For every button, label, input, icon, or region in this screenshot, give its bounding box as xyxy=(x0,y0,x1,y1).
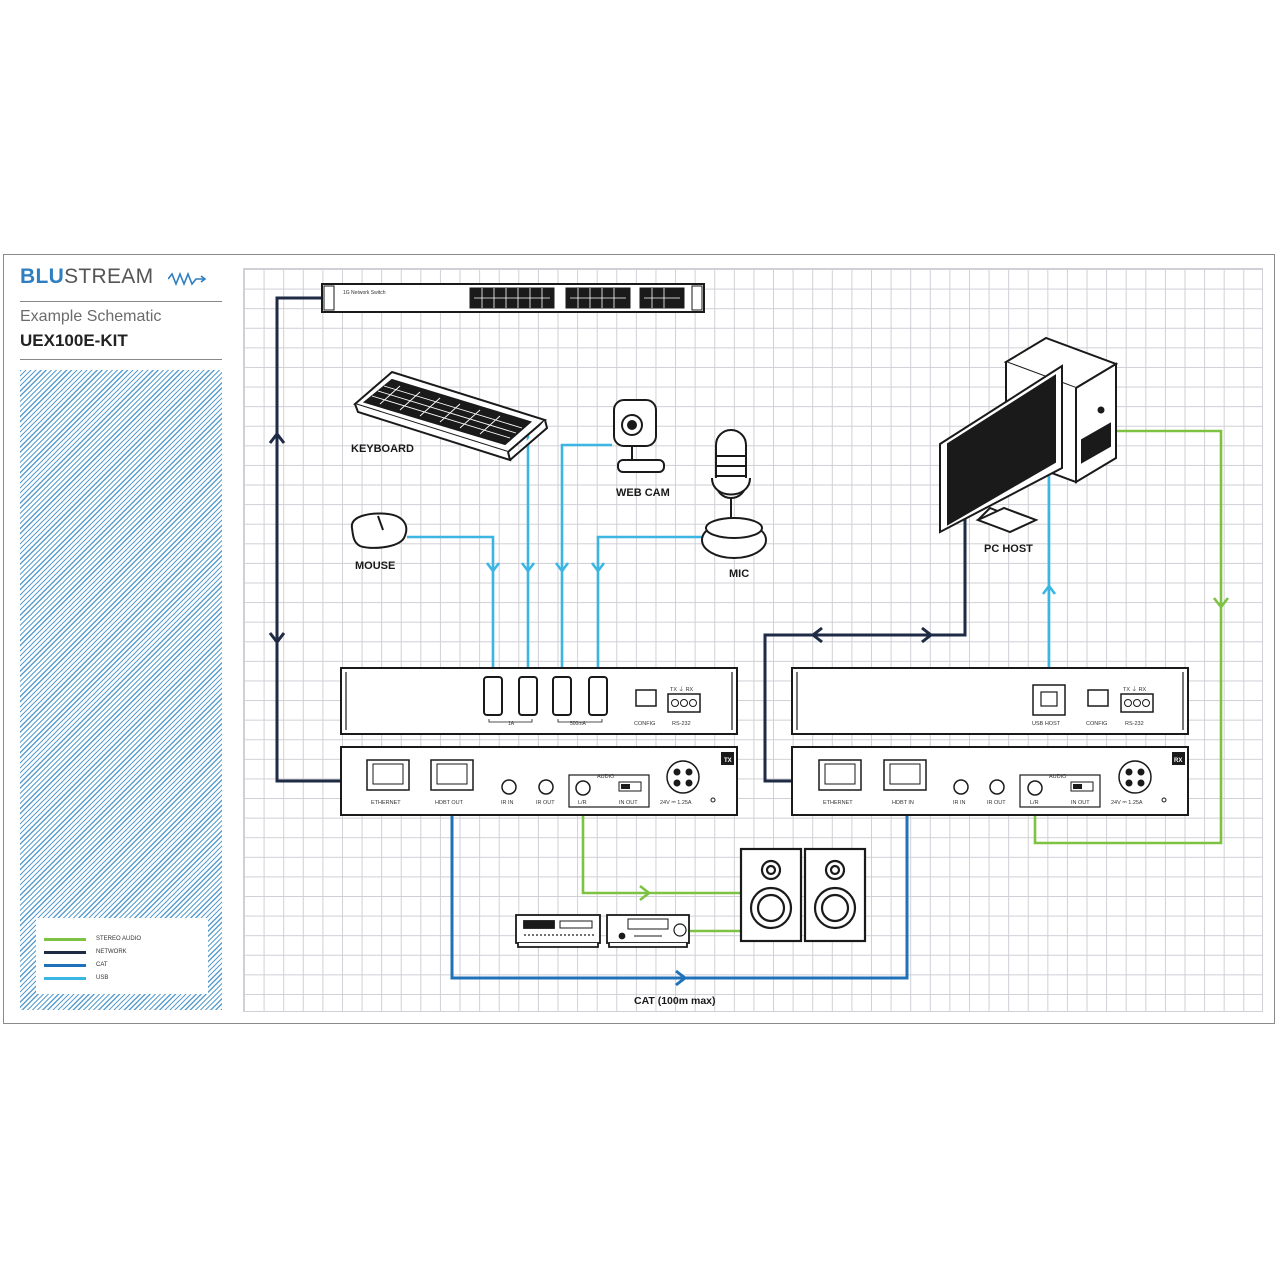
network-cable-rx xyxy=(763,510,974,783)
tx-hdbt-label: HDBT OUT xyxy=(435,800,464,806)
rx-front-panel xyxy=(791,667,1189,735)
wave-icon xyxy=(168,271,207,287)
amplifier xyxy=(606,914,690,948)
legend-label: STEREO AUDIO xyxy=(96,936,142,942)
mouse-label: MOUSE xyxy=(355,560,395,572)
tx-usb-port-3 xyxy=(552,676,572,716)
rx-power-label: 24V ⎓ 1.25A xyxy=(1111,800,1143,806)
speaker-right xyxy=(803,847,867,943)
rx-in-out-label: IN OUT xyxy=(1071,800,1090,806)
legend: STEREO AUDIO NETWORK CAT USB xyxy=(36,918,208,994)
cat-length-label: CAT (100m max) xyxy=(634,995,716,1007)
mic-label: MIC xyxy=(729,568,749,580)
tx-usb-port-4 xyxy=(588,676,608,716)
legend-item: STEREO AUDIO xyxy=(44,934,141,944)
rx-ethernet-label: ETHERNET xyxy=(823,800,853,806)
legend-swatch xyxy=(44,950,86,954)
tx-power-label: 24V ⎓ 1.25A xyxy=(660,800,692,806)
network-cable-tx xyxy=(268,296,365,783)
tx-badge: TX xyxy=(724,758,732,764)
speaker-left xyxy=(739,847,803,943)
rx-lr-label: L/R xyxy=(1030,800,1039,806)
usb-cables xyxy=(407,420,1057,676)
pc-host xyxy=(939,336,1119,534)
legend-swatch xyxy=(44,963,86,967)
title-rule xyxy=(20,301,222,302)
tx-ethernet-label: ETHERNET xyxy=(371,800,401,806)
tx-usb-port-2 xyxy=(518,676,538,716)
av-receiver xyxy=(515,914,601,948)
legend-swatch xyxy=(44,976,86,980)
cat-cable xyxy=(450,798,909,987)
logo-rest: STREAM xyxy=(64,265,154,288)
rx-config-label: CONFIG xyxy=(1086,721,1107,727)
tx-rear-panel xyxy=(340,746,738,816)
rx-rear-panel xyxy=(791,746,1189,816)
legend-item: USB xyxy=(44,973,108,983)
audio-cables xyxy=(581,429,1230,933)
tx-usb-brackets xyxy=(488,719,603,723)
tx-usb-500ma: 500mA xyxy=(570,721,587,727)
keyboard xyxy=(352,370,549,462)
tx-usb-1a: 1A xyxy=(508,721,515,727)
tx-audio-label: AUDIO xyxy=(597,774,615,780)
model-rule xyxy=(20,359,222,360)
microphone xyxy=(701,429,767,559)
hatch-panel xyxy=(20,370,222,1010)
legend-swatch xyxy=(44,937,86,941)
subtitle: Example Schematic xyxy=(20,308,162,325)
tx-lr-label: L/R xyxy=(578,800,587,806)
keyboard-label: KEYBOARD xyxy=(351,443,414,455)
rx-rs232-label: RS-232 xyxy=(1125,721,1144,727)
tx-usb-port-1 xyxy=(483,676,503,716)
mouse xyxy=(350,512,408,549)
network-switch xyxy=(321,283,705,313)
legend-label: USB xyxy=(96,975,109,981)
rx-badge: RX xyxy=(1174,758,1182,764)
rx-txrx-label: TX ⏚ RX xyxy=(1123,686,1147,693)
rx-ir-out-label: IR OUT xyxy=(987,800,1006,806)
model-name: UEX100E-KIT xyxy=(20,331,128,350)
legend-item: CAT xyxy=(44,960,108,970)
legend-item: NETWORK xyxy=(44,947,127,957)
tx-front-panel xyxy=(340,667,738,735)
tx-rs232-label: RS-232 xyxy=(672,721,691,727)
tx-txrx-label: TX ⏚ RX xyxy=(670,686,694,693)
rx-audio-label: AUDIO xyxy=(1049,774,1067,780)
logo-bold: BLU xyxy=(20,265,65,288)
tx-ir-in-label: IR IN xyxy=(501,800,514,806)
legend-label: NETWORK xyxy=(96,949,127,955)
blustream-logo: BLUSTREAM xyxy=(20,265,207,289)
legend-label: CAT xyxy=(96,962,108,968)
tx-ir-out-label: IR OUT xyxy=(536,800,555,806)
webcam xyxy=(613,399,665,473)
rx-usb-host-label: USB HOST xyxy=(1032,721,1061,727)
rx-ir-in-label: IR IN xyxy=(953,800,966,806)
switch-label: 1G Network Switch xyxy=(343,290,386,296)
pc-host-label: PC HOST xyxy=(984,543,1033,555)
webcam-label: WEB CAM xyxy=(616,487,670,499)
tx-in-out-label: IN OUT xyxy=(619,800,638,806)
rx-hdbt-label: HDBT IN xyxy=(892,800,914,806)
tx-config-label: CONFIG xyxy=(634,721,655,727)
